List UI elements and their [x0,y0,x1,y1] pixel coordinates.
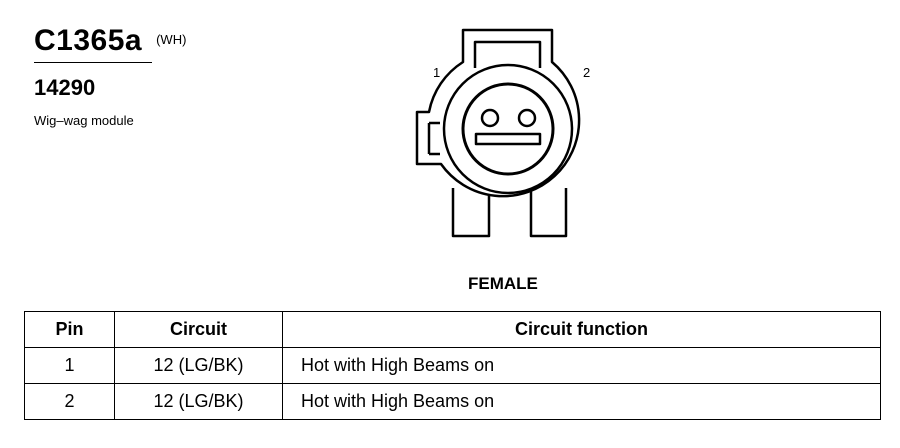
pin-cell: 2 [24,383,115,420]
pin-1-terminal [480,108,500,128]
connector-description: Wig–wag module [34,113,134,128]
connector-side-tab [427,121,440,156]
connector-terminal-cavity [461,82,555,176]
connector-title-line: C1365a (WH) [34,24,186,58]
title-underline [34,62,152,63]
connector-gender: FEMALE [468,274,538,293]
pin-cell: 1 [24,347,115,384]
header-pin: Pin [24,311,115,348]
function-cell: Hot with High Beams on [282,383,881,420]
connector-face-diagram [415,28,581,238]
part-number: 14290 [34,75,96,100]
connector-id: C1365a [34,24,143,57]
header-circuit-function: Circuit function [282,311,881,348]
circuit-cell: 12 (LG/BK) [114,347,283,384]
terminal-key-slot [474,132,542,146]
function-cell: Hot with High Beams on [282,347,881,384]
pin-label-1: 1 [433,65,441,80]
table-row: 2 12 (LG/BK) Hot with High Beams on [24,383,881,420]
pin-2-terminal [517,108,537,128]
pin-label-2: 2 [583,65,591,80]
connector-latch-channel [473,40,542,68]
color-code: (WH) [156,32,187,47]
connector-header: C1365a (WH) 14290 Wig–wag module [34,24,186,128]
table-header-row: Pin Circuit Circuit function [24,311,881,348]
connector-right-leg [529,188,568,238]
table-row: 1 12 (LG/BK) Hot with High Beams on [24,347,881,384]
connector-left-leg [451,188,491,238]
pin-table: Pin Circuit Circuit function 1 12 (LG/BK… [24,311,881,420]
header-circuit: Circuit [114,311,283,348]
circuit-cell: 12 (LG/BK) [114,383,283,420]
